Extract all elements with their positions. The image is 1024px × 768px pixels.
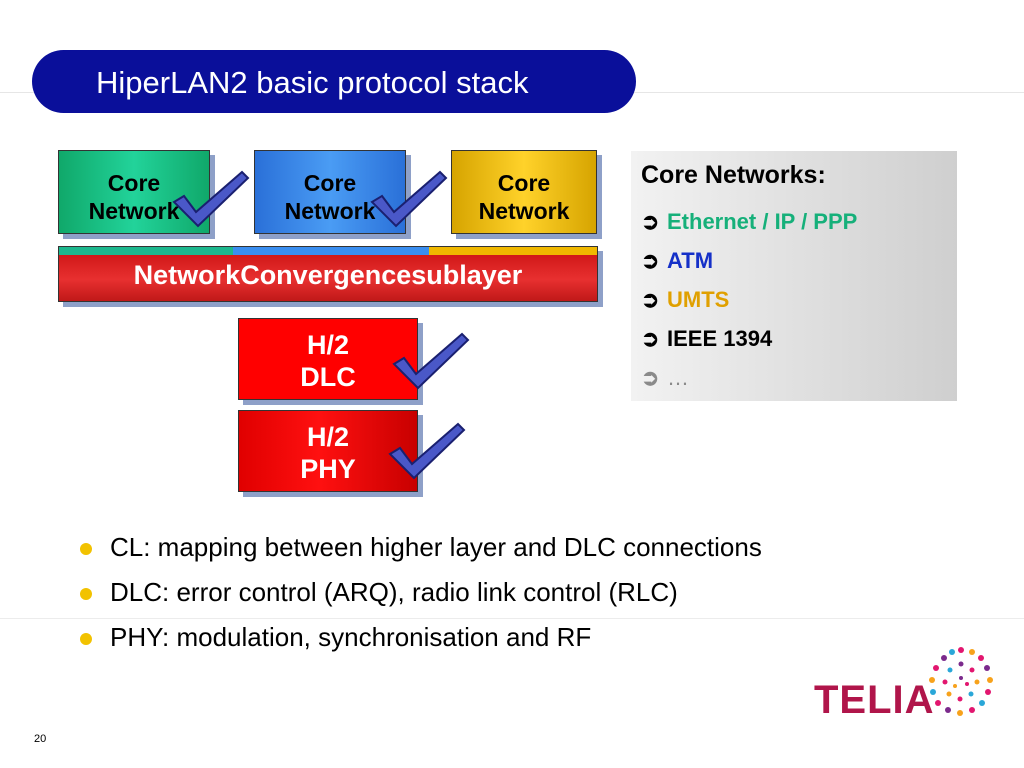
circled-arrow-icon: ➲ — [641, 326, 660, 351]
core-networks-title: Core Networks: — [641, 161, 826, 189]
checkmark-icon — [388, 422, 466, 480]
core-networks-panel: Core Networks: ➲ Ethernet / IP / PPP ➲ ATM… — [631, 151, 957, 401]
slide-title: HiperLAN2 basic protocol stack — [96, 65, 529, 100]
core-network-item: ➲ Ethernet / IP / PPP — [641, 209, 857, 235]
core-network-box-2: Core Network — [254, 150, 406, 234]
core-network-label-line1: Core — [497, 170, 551, 196]
bullet-dot-icon — [80, 588, 92, 600]
checkmark-icon — [172, 170, 250, 228]
ncs-segment-green — [59, 247, 233, 255]
core-network-label-line1: Core — [303, 170, 357, 196]
telia-logo-dots-icon — [929, 647, 993, 716]
core-network-box-3: Core Network — [451, 150, 597, 234]
ncs-segment-blue — [233, 247, 429, 255]
telia-logo-text: TELIA — [814, 678, 935, 722]
dlc-label-line2: DLC — [300, 362, 356, 392]
page-number: 20 — [34, 733, 47, 745]
circled-arrow-icon: ➲ — [641, 365, 660, 390]
circled-arrow-icon: ➲ — [641, 287, 660, 312]
bullet-text: DLC: error control (ARQ), radio link con… — [110, 577, 678, 607]
phy-label-line2: PHY — [300, 454, 356, 484]
bullet-dot-icon — [80, 543, 92, 555]
bullet-text: PHY: modulation, synchronisation and RF — [110, 622, 592, 652]
title-banner — [32, 50, 636, 113]
circled-arrow-icon: ➲ — [641, 209, 660, 234]
footer-divider — [0, 618, 1024, 619]
convergence-sublayer-label: NetworkConvergencesublayer — [133, 260, 523, 290]
telia-logo: TELIA — [806, 640, 1006, 730]
core-network-box-1: Core Network — [58, 150, 210, 234]
core-network-label-line2: Network — [284, 198, 376, 224]
core-network-item: ➲ ATM — [641, 248, 713, 274]
core-network-item-label: UMTS — [667, 287, 730, 312]
dlc-box: H/2 DLC — [238, 318, 418, 400]
circled-arrow-icon: ➲ — [641, 248, 660, 273]
core-network-item: ➲ UMTS — [641, 287, 729, 313]
core-network-item-label: … — [667, 365, 689, 390]
core-network-label-line2: Network — [88, 198, 180, 224]
core-network-label-line2: Network — [478, 198, 570, 224]
phy-box: H/2 PHY — [238, 410, 418, 492]
ncs-segment-yellow — [429, 247, 597, 255]
checkmark-icon — [392, 332, 470, 390]
checkmark-icon — [370, 170, 448, 228]
convergence-sublayer-box: NetworkConvergencesublayer — [58, 246, 598, 302]
dlc-label-line1: H/2 — [306, 330, 350, 360]
core-network-item: ➲… — [641, 365, 689, 391]
bullet-text: CL: mapping between higher layer and DLC… — [110, 532, 762, 562]
bullet-dot-icon — [80, 633, 92, 645]
phy-label-line1: H/2 — [306, 422, 350, 452]
core-network-item-label: IEEE 1394 — [667, 326, 773, 351]
core-network-item: ➲ IEEE 1394 — [641, 326, 772, 352]
core-network-label-line1: Core — [107, 170, 161, 196]
core-network-item-label: Ethernet / IP / PPP — [667, 209, 858, 234]
core-network-item-label: ATM — [667, 248, 714, 273]
